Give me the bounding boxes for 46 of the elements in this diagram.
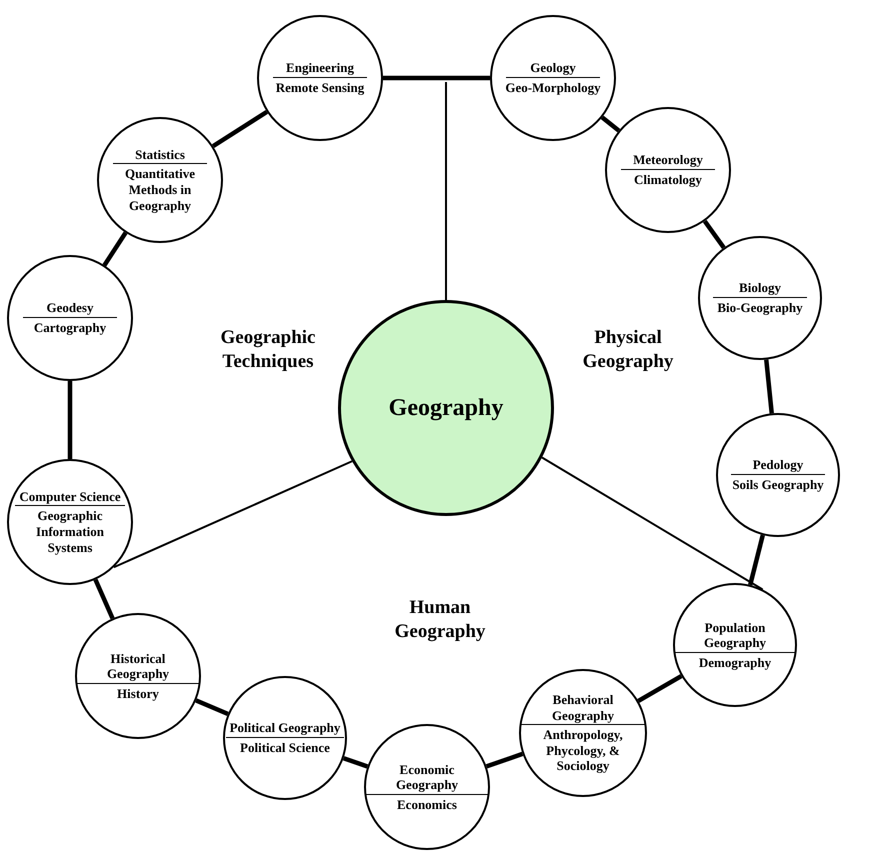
branch-label: Human Geography [394,596,486,644]
connector-line [541,456,764,590]
connector-line [748,534,765,586]
subfield-label: Anthropology, Phycology, & Sociology [542,726,624,774]
subfield-label: Geo-Morphology [505,79,601,96]
connector-line [702,220,726,249]
subfield-label: Remote Sensing [276,79,364,96]
discipline-label: Geodesy [23,300,117,318]
discipline-label: Biology [713,280,807,298]
connector-line [102,232,128,266]
connector-line [212,110,268,148]
connector-line [764,359,774,414]
subfield-label: Cartography [34,319,106,336]
branch-label: Geographic Techniques [220,326,316,374]
subfield-label: Climatology [634,171,702,188]
discipline-label: Computer Science [15,488,125,506]
center-title: Geography [388,394,504,422]
subfield-label: Quantitative Methods in Geography [124,165,196,214]
subfield-label: Economics [397,796,457,812]
connector-line [600,116,620,132]
discipline-label: Meteorology [621,152,715,170]
connector-line [93,578,115,620]
connector-line [486,752,524,769]
subfield-label: Political Science [240,739,330,756]
connector-line [195,698,229,716]
connector-line [637,674,682,703]
discipline-label: Political Geography [226,720,344,738]
connector-line [68,381,72,459]
branch-label: Physical Geography [582,326,674,374]
discipline-label: Population Geography [675,620,795,653]
connector-line [342,756,368,769]
connector-line [113,460,352,568]
discipline-label: Behavioral Geography [521,692,645,726]
discipline-label: Pedology [731,457,825,475]
discipline-label: Historical Geography [77,650,199,684]
connector-line [383,76,490,80]
subfield-label: Demography [698,654,772,670]
discipline-label: Economic Geography [366,762,488,795]
subfield-label: Bio-Geography [717,299,803,316]
subfield-label: History [117,684,159,702]
discipline-label: Geology [506,60,600,78]
discipline-label: Engineering [273,60,367,78]
subfield-label: Soils Geography [732,476,824,493]
spoke-line [445,82,447,300]
subfield-label: Geographic Information Systems [35,507,105,556]
discipline-label: Statistics [113,146,207,164]
